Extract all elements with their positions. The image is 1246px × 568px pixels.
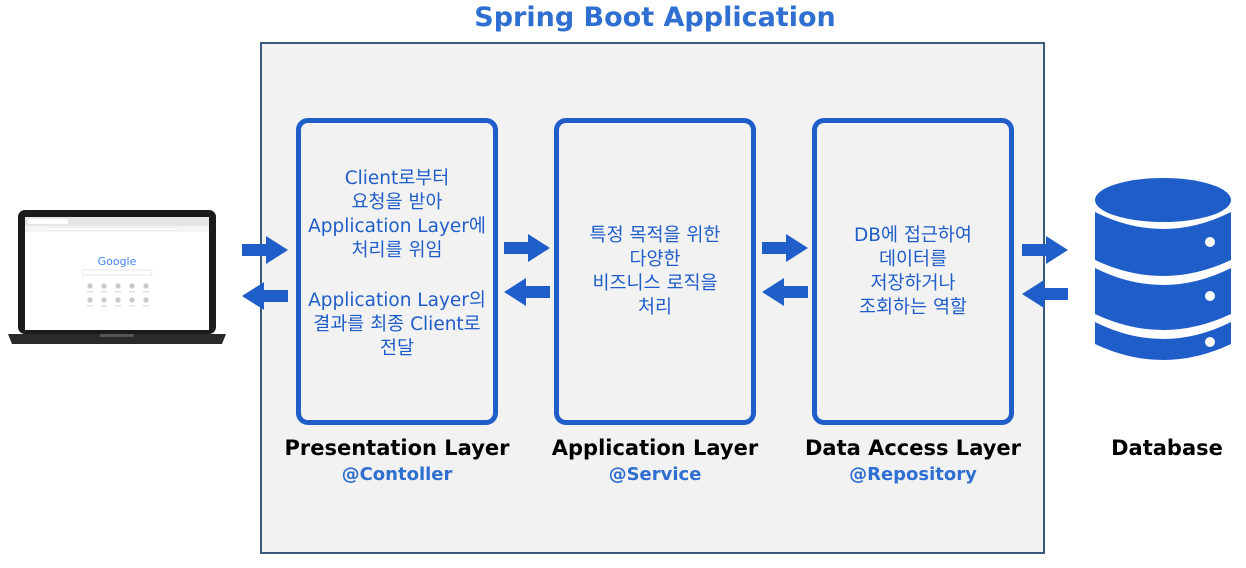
arrow-left-presentation-to-client: [242, 282, 288, 310]
presentation-layer-box: Client로부터 요청을 받아 Application Layer에 처리를 …: [296, 118, 498, 425]
google-logo: Google: [98, 255, 137, 268]
arrow-left-database-to-data-access: [1022, 280, 1068, 308]
arrow-left-data-access-to-application: [762, 278, 808, 306]
application-layer-title: Application Layer: [551, 436, 759, 460]
arrow-right-data-access-to-database: [1022, 236, 1068, 264]
presentation-layer-annotation: @Contoller: [341, 464, 453, 485]
presentation-layer-title: Presentation Layer: [284, 436, 510, 460]
database-icon: [1095, 178, 1231, 360]
arrow-left-application-to-presentation: [504, 278, 550, 306]
arrow-right-presentation-to-application: [504, 234, 550, 262]
presentation-layer-response-text: Application Layer의 결과를 최종 Client로 전달: [308, 290, 486, 359]
data-access-layer-title: Data Access Layer: [804, 436, 1022, 460]
laptop-icon: Google: [8, 210, 226, 344]
application-layer-annotation: @Service: [608, 464, 702, 485]
diagram-title: Spring Boot Application: [474, 2, 836, 33]
application-layer-text: 특정 목적을 위한 다양한 비즈니스 로직을 처리: [589, 225, 721, 318]
arrow-right-application-to-data-access: [762, 234, 808, 262]
application-layer-box: 특정 목적을 위한 다양한 비즈니스 로직을 처리: [554, 118, 756, 425]
database-label: Database: [1111, 436, 1223, 460]
data-access-layer-box: DB에 접근하여 데이터를 저장하거나 조회하는 역할: [812, 118, 1014, 425]
arrow-right-client-to-presentation: [242, 236, 288, 264]
data-access-layer-annotation: @Repository: [849, 464, 977, 485]
data-access-layer-text: DB에 접근하여 데이터를 저장하거나 조회하는 역할: [854, 225, 972, 318]
presentation-layer-request-text: Client로부터 요청을 받아 Application Layer에 처리를 …: [308, 168, 486, 261]
